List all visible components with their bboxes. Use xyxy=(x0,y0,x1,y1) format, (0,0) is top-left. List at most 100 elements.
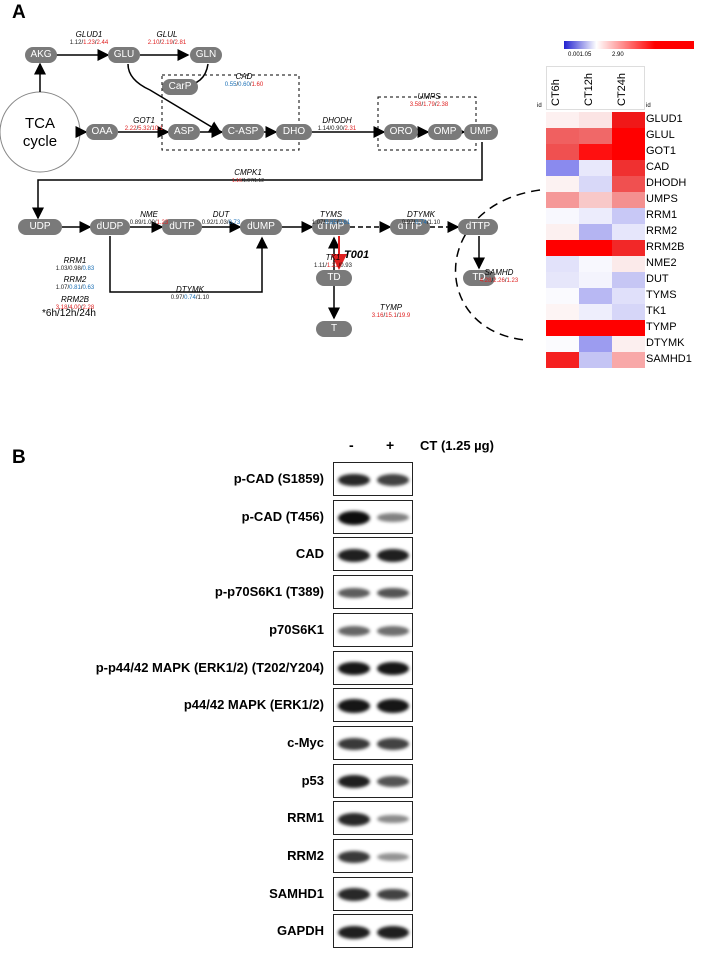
heatmap-cell xyxy=(612,320,645,336)
heatmap-row-label: RRM2B xyxy=(646,241,685,253)
fold-change-value: 1.07 xyxy=(311,220,324,226)
node-gln: GLN xyxy=(190,47,222,63)
heatmap-cell xyxy=(579,240,612,256)
fold-change-value: 0.89 xyxy=(129,220,142,226)
enzyme-fold-changes: 3.58/1.79/2.38 xyxy=(409,102,449,108)
node-dho: DHO xyxy=(276,124,312,140)
blot-image xyxy=(333,462,413,496)
fold-change-value: 1.23 xyxy=(83,40,95,46)
heatmap-row-label: SAMHD1 xyxy=(646,353,692,365)
band-control xyxy=(338,699,370,713)
band-treated xyxy=(377,853,409,861)
node-carp: CarP xyxy=(162,79,198,95)
heatmap-cell xyxy=(579,192,612,208)
enzyme-name: TYMS xyxy=(319,210,343,219)
heatmap-row-label: DUT xyxy=(646,273,669,285)
enzyme-fold-changes: 0.55/0.60/1.60 xyxy=(224,82,264,88)
blot-label: p53 xyxy=(301,772,324,788)
blot-image xyxy=(333,575,413,610)
enzyme-name: DTYMK xyxy=(176,285,204,294)
blot-image xyxy=(333,650,413,685)
heatmap-row-label: TK1 xyxy=(646,305,667,317)
heatmap-cell xyxy=(546,144,579,160)
blot-image xyxy=(333,688,413,723)
heatmap-cell xyxy=(579,288,612,304)
heatmap-cell xyxy=(546,272,579,288)
heatmap-row-label: UMPS xyxy=(646,193,678,205)
blot-label: p70S6K1 xyxy=(269,621,324,637)
node-oro: ORO xyxy=(384,124,418,140)
enzyme-name: CAD xyxy=(235,72,253,81)
band-treated xyxy=(377,474,409,486)
heatmap-cell xyxy=(612,352,645,368)
blot-image xyxy=(333,839,413,873)
heatmap-cell xyxy=(612,208,645,224)
enzyme-fold-changes: 1.07/0.81/0.63 xyxy=(55,285,95,291)
heatmap-row-label: DHODH xyxy=(646,177,687,189)
heatmap-color-scale xyxy=(564,41,694,49)
band-control xyxy=(338,661,370,676)
fold-change-value: 2.38 xyxy=(436,102,449,108)
fold-change-value: 2.81 xyxy=(174,40,187,46)
heatmap-cell xyxy=(579,224,612,240)
blot-image xyxy=(333,763,413,798)
node-dutp: dUTP xyxy=(162,219,202,235)
heatmap-id-right: id xyxy=(646,103,651,109)
enzyme-name: RRM1 xyxy=(63,256,87,265)
cell-boundary-arc xyxy=(454,189,541,341)
band-treated xyxy=(377,776,409,787)
band-control xyxy=(338,888,370,902)
heatmap-row-label: GOT1 xyxy=(646,145,676,157)
node-udp: UDP xyxy=(18,219,62,235)
band-treated xyxy=(377,699,409,713)
band-treated xyxy=(377,661,409,676)
enzyme-name: RRM2B xyxy=(60,295,89,304)
fold-change-value: 2.19 xyxy=(161,40,173,46)
fold-change-value: 0.90 xyxy=(331,126,343,132)
fold-change-value: 2.10 xyxy=(147,40,160,46)
heatmap-row-label: GLUL xyxy=(646,129,675,141)
heatmap-row-label: CAD xyxy=(646,161,670,173)
fold-change-value: 3.16 xyxy=(371,313,384,319)
heatmap-cell xyxy=(579,272,612,288)
blot-image xyxy=(333,725,413,760)
blot-label: SAMHD1 xyxy=(269,885,324,901)
fold-change-value: 1.07 xyxy=(243,178,253,184)
blot-label: RRM2 xyxy=(287,848,324,863)
panel-a: A xyxy=(0,0,709,400)
blot-label: p44/42 MAPK (ERK1/2) xyxy=(183,697,324,713)
fold-change-value: 1.22 xyxy=(326,263,339,269)
heatmap-cell xyxy=(612,304,645,320)
heatmap-cell xyxy=(546,160,579,176)
heatmap-column-header: CT12h xyxy=(583,72,595,106)
lane-minus-label: - xyxy=(349,437,354,453)
node-dudp: dUDP xyxy=(90,219,130,235)
fold-change-value: 10.1 xyxy=(151,126,164,132)
fold-change-value: 1.12 xyxy=(69,40,82,46)
node-dtmp: dTMP xyxy=(312,219,350,235)
fold-change-value: 1.03 xyxy=(55,266,68,272)
node-akg: AKG xyxy=(25,47,57,63)
fold-change-value: 0.97 xyxy=(401,220,414,226)
heatmap-cell xyxy=(546,288,579,304)
node-oaa: OAA xyxy=(86,124,118,140)
band-control xyxy=(338,510,370,525)
heatmap-cell xyxy=(579,304,612,320)
heatmap-scale-min: 0.001.05 xyxy=(568,52,592,58)
heatmap-cell xyxy=(579,160,612,176)
heatmap-column-header: CT24h xyxy=(616,72,628,106)
enzyme-name: NME xyxy=(140,210,158,219)
blot-label: CAD xyxy=(295,546,324,562)
heatmap-column-header: CT6h xyxy=(550,79,562,106)
enzyme-name: CMPK1 xyxy=(234,168,262,177)
heatmap-cell xyxy=(612,176,645,192)
fold-change-value: 3.18 xyxy=(55,305,68,311)
